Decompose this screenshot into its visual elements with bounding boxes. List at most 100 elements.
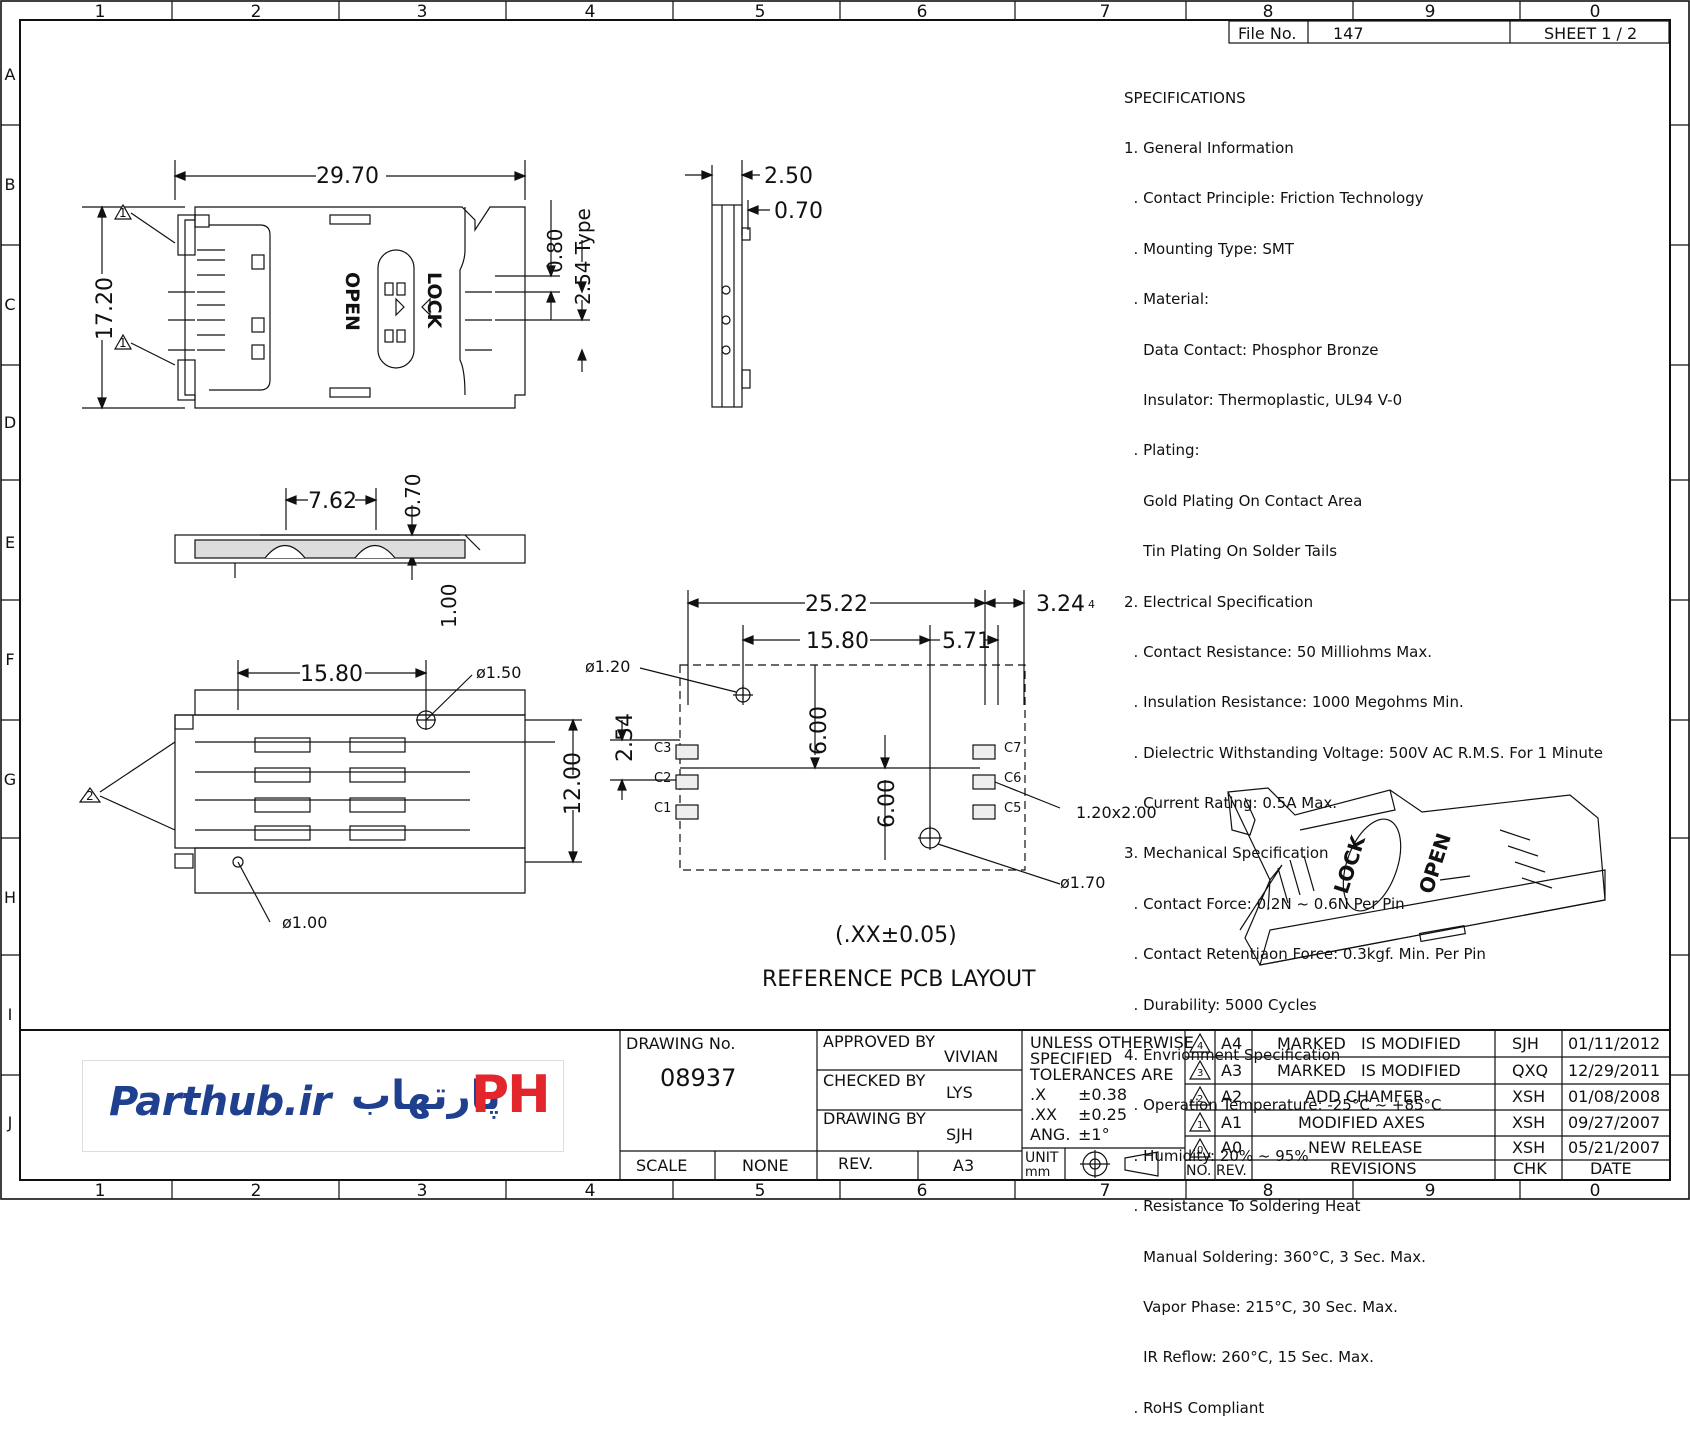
rev-row-3-desc-a: MARKED	[1277, 1061, 1346, 1080]
rev-row-2-rev: A2	[1221, 1087, 1242, 1106]
scale-value: NONE	[742, 1156, 789, 1175]
drawing-by-value: SJH	[946, 1125, 973, 1144]
zone-col-6-bottom: 6	[917, 1181, 928, 1200]
note-1-lower: 1	[119, 336, 127, 350]
dim-pcb-pad: 1.20x2.00	[1076, 803, 1157, 822]
zone-col-8-bottom: 8	[1263, 1181, 1274, 1200]
unit-value: mm	[1025, 1165, 1050, 1180]
col-date: DATE	[1590, 1159, 1632, 1178]
dim-bottom-100: ø1.00	[282, 913, 327, 932]
tol-xx-value: ±0.25	[1078, 1105, 1127, 1124]
pad-c1: C1	[654, 801, 671, 816]
col-no: NO.	[1186, 1163, 1211, 1179]
spec-line: Manual Soldering: 360°C, 3 Sec. Max.	[1124, 1247, 1426, 1266]
pcb-title: REFERENCE PCB LAYOUT	[762, 967, 1036, 992]
specifications-list: SPECIFICATIONS 1. General Information . …	[1124, 56, 1603, 1433]
zone-row-b: B	[5, 175, 16, 194]
note-4: 4	[1088, 598, 1095, 611]
dim-bottom-1580: 15.80	[300, 662, 363, 687]
tol-x-label: .X	[1030, 1085, 1046, 1104]
rev-row-2-date: 01/08/2008	[1568, 1087, 1660, 1106]
rev-row-4-desc-a: MARKED	[1277, 1034, 1346, 1053]
rev-row-3-date: 12/29/2011	[1568, 1061, 1660, 1080]
spec-line: 3. Mechanical Specification	[1124, 844, 1329, 863]
sheet-label: SHEET 1 / 2	[1544, 24, 1637, 43]
spec-line: . Resistance To Soldering Heat	[1124, 1197, 1361, 1216]
dim-side-070: 0.70	[774, 199, 823, 224]
dim-front-070: 0.70	[401, 473, 425, 518]
spec-line: Gold Plating On Contact Area	[1124, 491, 1363, 510]
dim-bottom-1200: 12.00	[561, 752, 586, 815]
spec-line: . Dielectric Withstanding Voltage: 500V …	[1124, 743, 1603, 762]
rev-row-3-desc-b: IS MODIFIED	[1361, 1061, 1461, 1080]
zone-col-8: 8	[1263, 2, 1274, 22]
spec-line: . Operation Temperature: -25°C ~ +85°C	[1124, 1096, 1442, 1115]
bottom-view	[78, 660, 582, 923]
zone-row-a: A	[5, 65, 16, 84]
spec-line: 2. Electrical Specification	[1124, 592, 1314, 611]
zone-row-e: E	[5, 533, 15, 552]
rev-row-0-rev: A0	[1221, 1138, 1242, 1157]
checked-value: LYS	[946, 1083, 973, 1102]
label-open: OPEN	[341, 272, 363, 331]
pad-c3: C3	[654, 741, 671, 756]
spec-line: . RoHS Compliant	[1124, 1398, 1265, 1417]
rev-row-4-desc-b: IS MODIFIED	[1361, 1034, 1461, 1053]
checked-label: CHECKED BY	[823, 1071, 926, 1090]
drawing-no-label: DRAWING No.	[626, 1034, 735, 1053]
tol-are: TOLERANCES ARE	[1029, 1065, 1173, 1084]
rev-row-1-date: 09/27/2007	[1568, 1113, 1660, 1132]
unit-label: UNIT	[1025, 1150, 1059, 1166]
dim-pcb-170: ø1.70	[1060, 873, 1105, 892]
rev-row-0-desc: NEW RELEASE	[1308, 1138, 1422, 1157]
dim-top-width: 29.70	[316, 164, 379, 189]
logo-text-fa: پارتهاب	[351, 1073, 501, 1119]
zone-row-h: H	[4, 888, 16, 907]
rev-row-2-chk: XSH	[1512, 1087, 1545, 1106]
label-lock: LOCK	[423, 272, 445, 330]
rev-row-1-chk: XSH	[1512, 1113, 1545, 1132]
rev-row-1-rev: A1	[1221, 1113, 1242, 1132]
tol-ang-label: ANG.	[1030, 1125, 1070, 1144]
note-1-upper: 1	[119, 206, 127, 220]
spec-line: 1. General Information	[1124, 138, 1294, 157]
file-no-label: File No.	[1238, 24, 1296, 43]
note-2: 2	[86, 789, 94, 803]
logo-text-en: Parthub.ir	[109, 1079, 331, 1125]
zone-col-6: 6	[917, 2, 928, 22]
zone-col-1-bottom: 1	[95, 1181, 106, 1200]
rev-row-4-date: 01/11/2012	[1568, 1034, 1660, 1053]
zone-col-2: 2	[251, 2, 262, 22]
zone-col-1: 1	[95, 2, 106, 22]
rev-row-2-no: 2	[1197, 1094, 1203, 1105]
dim-pcb-600b: 6.00	[875, 779, 900, 828]
file-no-value: 147	[1333, 24, 1364, 43]
zone-row-g: G	[4, 770, 16, 789]
dim-pcb-120: ø1.20	[585, 657, 630, 676]
bottom-zone-ticks	[171, 1180, 1521, 1199]
dim-bottom-150: ø1.50	[476, 663, 521, 682]
top-zone-ticks	[171, 1, 1521, 20]
tol-ang-value: ±1°	[1078, 1125, 1110, 1144]
spec-line: . Durability: 5000 Cycles	[1124, 995, 1317, 1014]
spec-line: . Current Rating: 0.5A Max.	[1124, 794, 1338, 813]
pad-c7: C7	[1004, 741, 1021, 756]
dim-pcb-2522: 25.22	[805, 592, 868, 617]
zone-col-4: 4	[585, 2, 596, 22]
col-revisions: REVISIONS	[1330, 1159, 1416, 1178]
rev-row-4-chk: SJH	[1512, 1034, 1539, 1053]
spec-line: . Mounting Type: SMT	[1124, 239, 1294, 258]
rev-row-4-rev: A4	[1221, 1034, 1242, 1053]
spec-line: Insulator: Thermoplastic, UL94 V-0	[1124, 390, 1403, 409]
zone-col-2-bottom: 2	[251, 1181, 262, 1200]
pad-c2: C2	[654, 771, 671, 786]
rev-row-3-chk: QXQ	[1512, 1061, 1548, 1080]
dim-pcb-600a: 6.00	[807, 706, 832, 755]
dim-side-250: 2.50	[764, 164, 813, 189]
spec-line: . Contact Resistance: 50 Milliohms Max.	[1124, 642, 1432, 661]
zone-col-7-bottom: 7	[1100, 1181, 1111, 1200]
dim-pcb-324: 3.24	[1036, 592, 1085, 617]
approved-value: VIVIAN	[944, 1047, 998, 1066]
rev-row-0-date: 05/21/2007	[1568, 1138, 1660, 1157]
top-view	[82, 160, 590, 410]
